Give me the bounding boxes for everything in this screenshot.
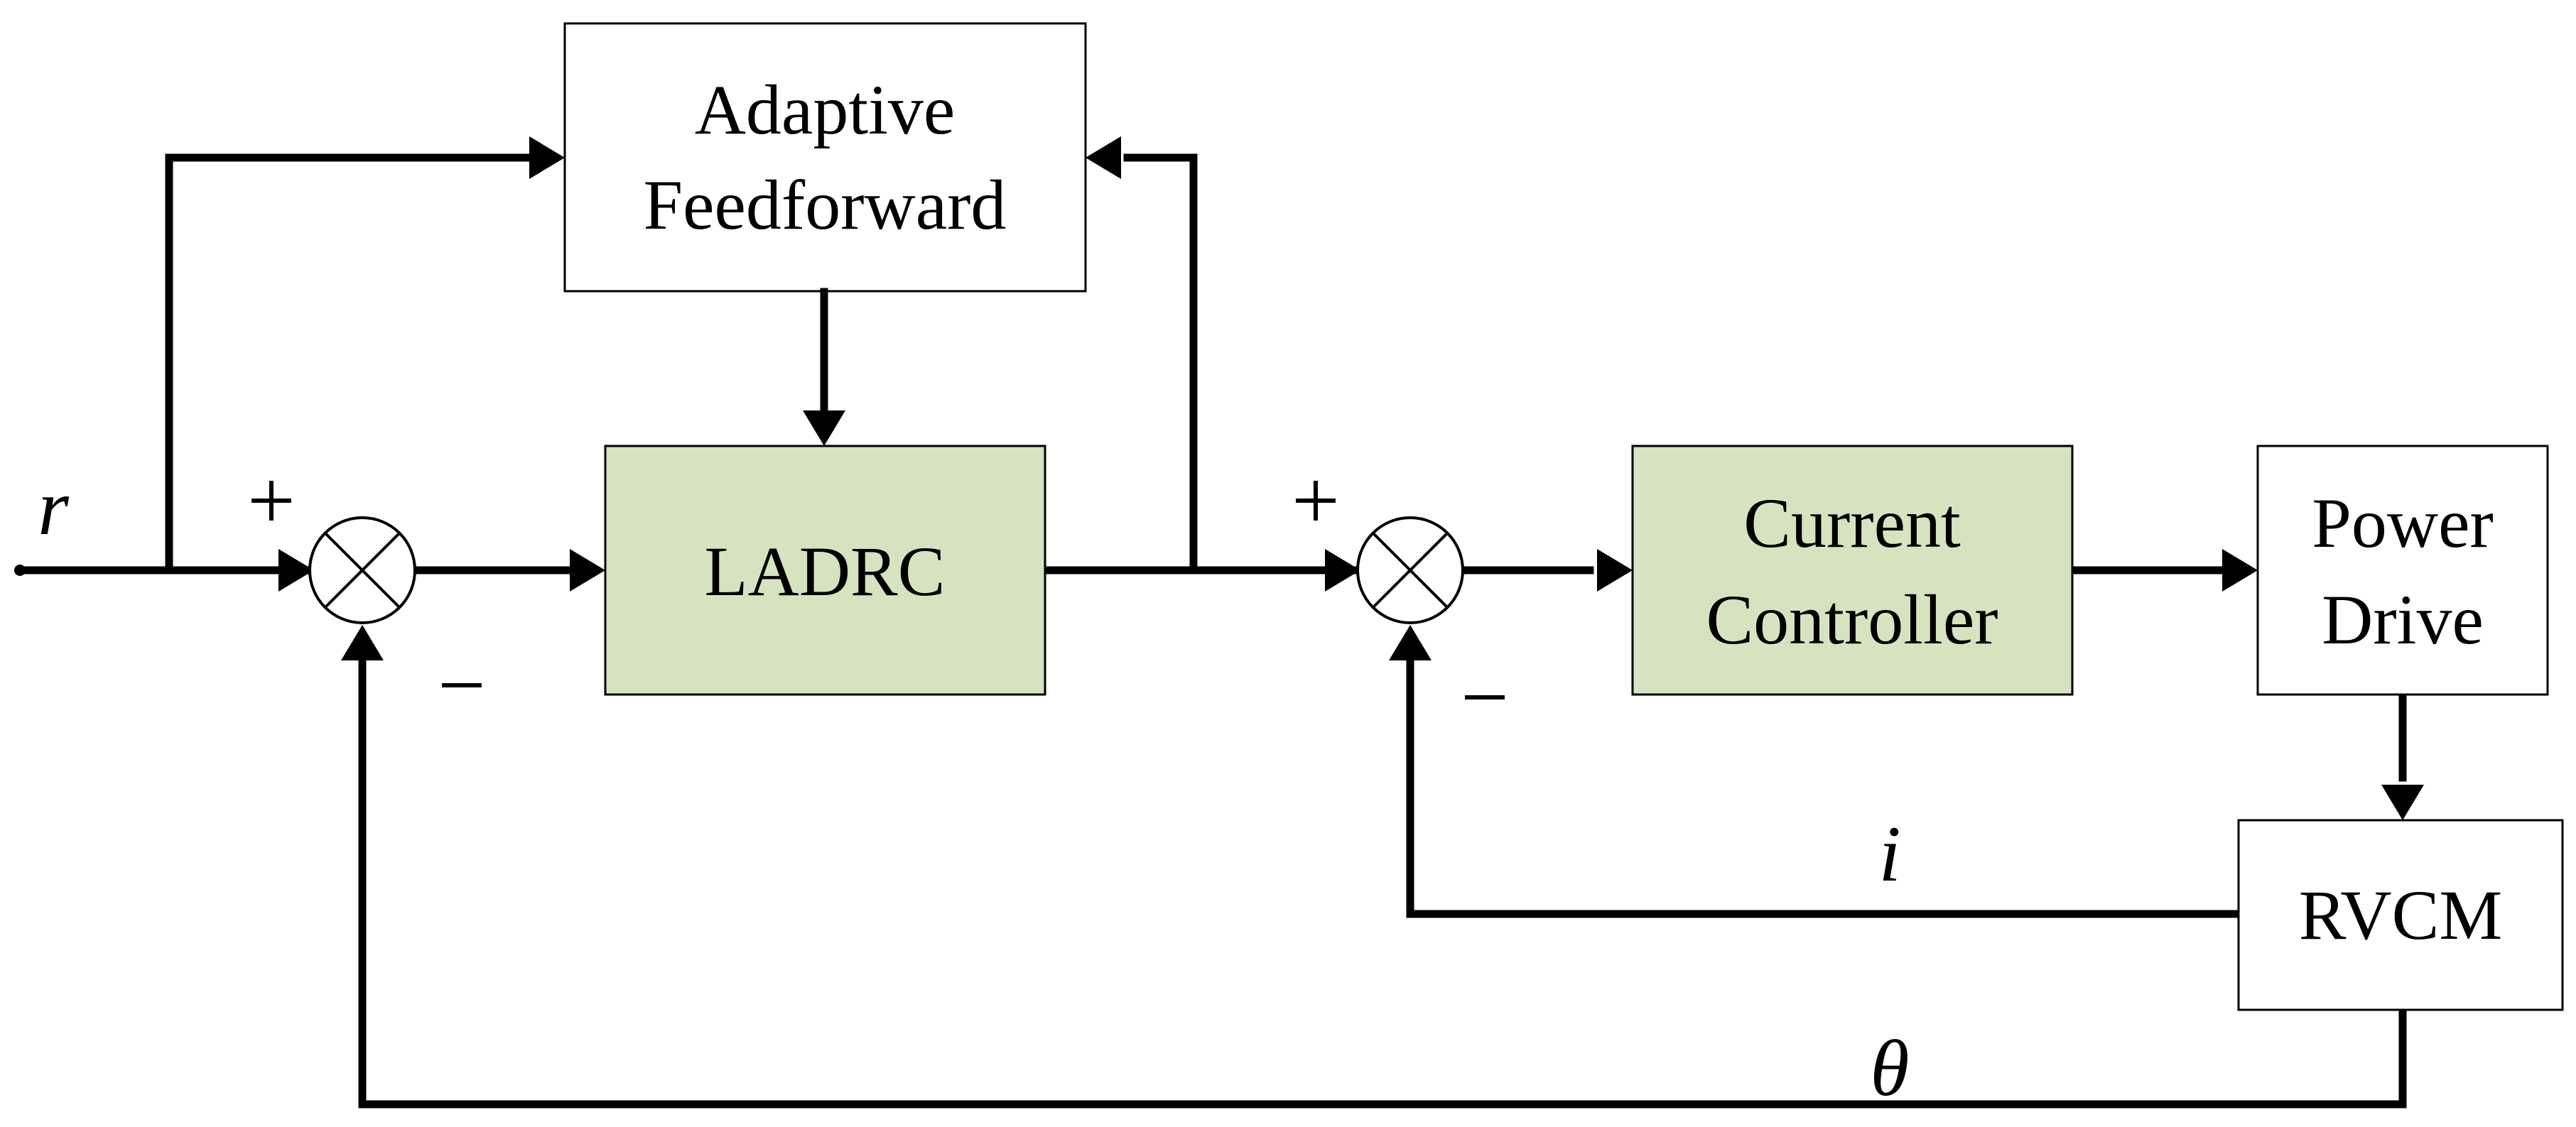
ladrc-box xyxy=(604,445,1046,696)
power-drive-block: Power Drive xyxy=(2256,445,2549,696)
arrowhead-into-rvcm xyxy=(2381,785,2424,820)
arrowhead-into-cc xyxy=(1597,549,1633,592)
current-feedback-wire xyxy=(1406,649,2243,918)
current-signal-label: i xyxy=(1878,810,1900,898)
power-drive-label-line2: Drive xyxy=(2322,580,2484,659)
sum2-minus-sign: − xyxy=(1461,650,1509,744)
arrowhead-into-ladrc xyxy=(570,549,605,592)
adaptive-feedforward-block: Adaptive Feedforward xyxy=(563,22,1087,293)
ladrc-label: LADRC xyxy=(705,532,946,611)
sum2-plus-sign: + xyxy=(1292,453,1340,548)
arrowhead-into-pd xyxy=(2222,549,2258,592)
arrowhead-into-sum1 xyxy=(278,549,314,592)
arrowhead-into-af-right xyxy=(1086,136,1121,179)
current-controller-block: Current Controller xyxy=(1631,445,2074,696)
reference-signal-label: r xyxy=(38,464,69,552)
arrowhead-into-ladrc-top xyxy=(803,410,845,446)
arrowhead-sum1-bottom xyxy=(341,625,384,660)
summing-junction-2 xyxy=(1356,516,1464,624)
current-controller-label-line2: Controller xyxy=(1706,580,1998,659)
ladrc-block: LADRC xyxy=(604,445,1046,696)
ladrc-to-af-wire xyxy=(1123,153,1198,575)
sum1-minus-sign: − xyxy=(438,638,486,732)
arrowhead-sum2-bottom xyxy=(1389,625,1432,660)
rvcm-box xyxy=(2237,819,2564,1011)
arrowhead-into-af-left xyxy=(529,136,565,179)
angle-signal-label: θ xyxy=(1870,1025,1909,1113)
rvcm-label: RVCM xyxy=(2299,876,2503,954)
adaptive-feedforward-label-line2: Feedforward xyxy=(644,165,1007,244)
feedforward-branch-wire xyxy=(165,153,534,575)
sum1-plus-sign: + xyxy=(247,453,296,548)
summing-junction-1-cross-b xyxy=(324,532,401,609)
current-controller-label-line1: Current xyxy=(1743,484,1961,562)
rvcm-block: RVCM xyxy=(2237,819,2564,1011)
input-r-dot xyxy=(14,565,26,576)
current-controller-box xyxy=(1631,445,2074,696)
summing-junction-2-cross-b xyxy=(1372,532,1449,609)
power-drive-label-line1: Power xyxy=(2312,484,2494,562)
adaptive-feedforward-box xyxy=(563,22,1087,293)
angle-feedback-wire xyxy=(358,649,2407,1109)
power-drive-box xyxy=(2256,445,2549,696)
arrowhead-into-sum2 xyxy=(1325,549,1360,592)
adaptive-feedforward-label-line1: Adaptive xyxy=(695,70,956,149)
summing-junction-1 xyxy=(308,516,416,624)
